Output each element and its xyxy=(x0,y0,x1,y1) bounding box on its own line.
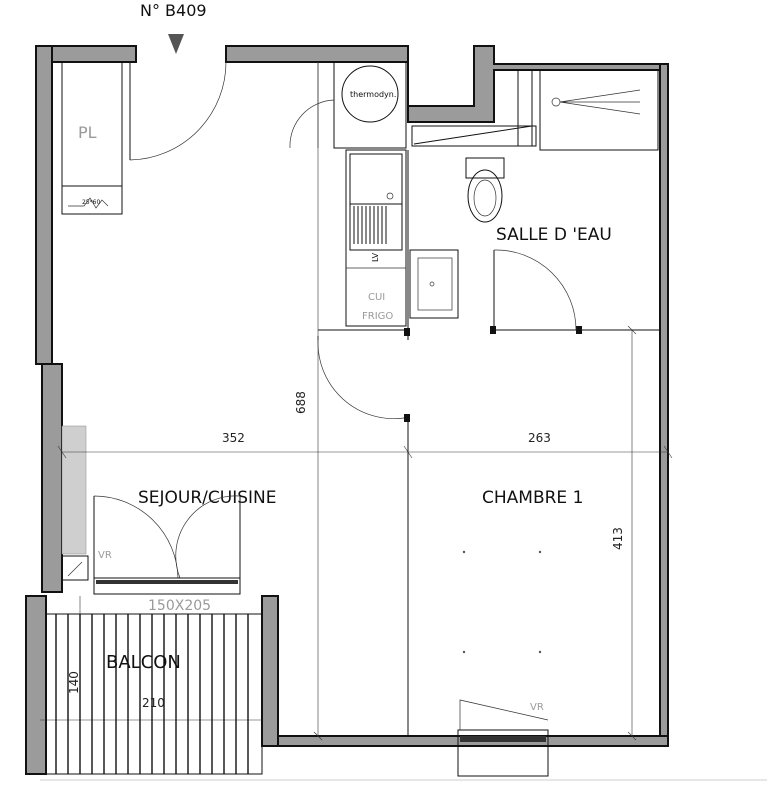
interior-walls xyxy=(317,328,410,736)
dim-chambre-depth: 413 xyxy=(611,527,625,550)
kitchen-label: CUI xyxy=(368,292,385,303)
hatched-wall xyxy=(61,425,87,555)
unit-number: N° B409 xyxy=(140,1,207,20)
chambre-window xyxy=(457,699,549,777)
balcon-label: BALCON xyxy=(106,652,181,673)
fridge-label: FRIGO xyxy=(362,311,393,322)
sejour-label: SEJOUR/CUISINE xyxy=(138,488,277,508)
bathroom xyxy=(407,69,660,340)
balcony xyxy=(45,613,263,775)
window-size-label: 150X205 xyxy=(148,598,211,614)
salle-eau-label: SALLE D 'EAU xyxy=(496,225,612,245)
dim-sejour-width: 352 xyxy=(222,431,245,445)
entrance-arrow-icon xyxy=(168,34,184,54)
dim-sejour-depth: 688 xyxy=(294,391,308,414)
dim-chambre-width: 263 xyxy=(528,431,551,445)
entrance-door xyxy=(129,61,227,161)
water-heater-label: thermodyn. xyxy=(350,90,396,99)
water-heater xyxy=(289,61,407,149)
chambre-label: CHAMBRE 1 xyxy=(482,488,583,508)
placard xyxy=(61,61,123,215)
kitchen-block xyxy=(345,149,407,327)
dim-balcon-width: 210 xyxy=(142,696,165,710)
radiator-label: 25*60 xyxy=(82,199,100,206)
sejour-window xyxy=(93,495,241,595)
washer-label: LV xyxy=(371,252,380,262)
corner-box xyxy=(61,555,89,581)
ceiling-points xyxy=(462,550,542,654)
shutter-right-label: VR xyxy=(530,702,544,713)
dim-balcon-depth: 140 xyxy=(67,671,81,694)
placard-label: PL xyxy=(78,123,97,142)
shutter-left-label: VR xyxy=(98,550,112,561)
